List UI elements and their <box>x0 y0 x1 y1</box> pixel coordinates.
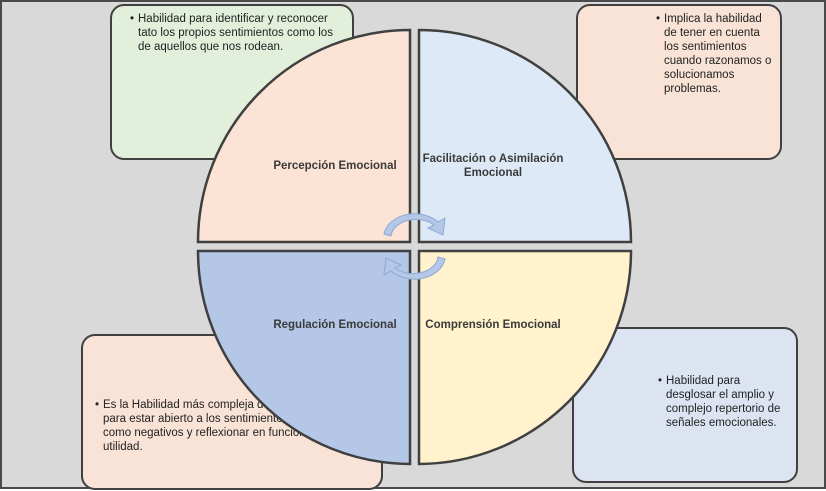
quadrant-label-facilitation: Facilitación o Asimilación Emocional <box>422 153 564 179</box>
quadrant-facilitation <box>417 28 633 244</box>
description-text-perception: Habilidad para identificar y reconocer t… <box>130 12 346 54</box>
quadrant-label-comprehension: Comprensión Emocional <box>425 319 561 331</box>
cycle-arrows-icon <box>383 213 446 280</box>
quadrant-comprehension <box>417 249 633 466</box>
description-text-comprehension: Habilidad para desglosar el amplio y com… <box>658 374 790 430</box>
quadrant-perception <box>196 28 412 244</box>
description-text-facilitation: Implica la habilidad de tener en cuenta … <box>656 12 774 96</box>
quadrant-regulation <box>196 249 412 466</box>
description-box-comprehension: Habilidad para desglosar el amplio y com… <box>572 327 798 483</box>
quadrant-label-regulation: Regulación Emocional <box>273 319 397 331</box>
description-box-facilitation: Implica la habilidad de tener en cuenta … <box>576 4 782 160</box>
quadrant-label-perception: Percepción Emocional <box>273 160 397 172</box>
